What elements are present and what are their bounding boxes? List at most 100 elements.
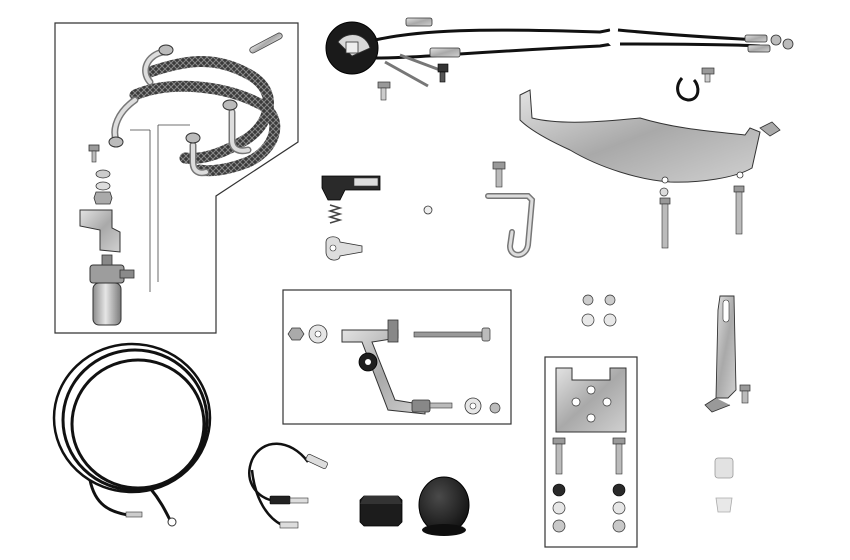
nut xyxy=(93,191,113,205)
plate-hole xyxy=(586,385,596,395)
plate-hole xyxy=(586,413,596,423)
washer xyxy=(581,313,595,327)
screw xyxy=(377,81,391,101)
spring xyxy=(327,204,343,224)
connector-lead xyxy=(250,469,283,527)
sleeve xyxy=(715,497,733,513)
hook-parts-group xyxy=(485,161,536,258)
bushing xyxy=(714,457,734,479)
washer-hole xyxy=(469,402,477,410)
cable-clip xyxy=(676,77,700,102)
base-plate xyxy=(555,367,627,433)
wiring-group xyxy=(52,342,328,529)
cable-end xyxy=(405,17,433,27)
nut xyxy=(612,519,626,533)
eye-terminal-hole xyxy=(329,244,337,252)
plate-hole xyxy=(571,397,581,407)
hose-elbow xyxy=(191,143,208,175)
screw xyxy=(701,67,715,83)
lead-connector xyxy=(279,521,299,529)
long-bolt xyxy=(659,197,671,249)
mounting-plate-kit-group xyxy=(544,356,638,548)
leader-line xyxy=(130,124,190,292)
throttle-cables xyxy=(374,28,611,42)
lever-clamp-face xyxy=(353,177,379,187)
hose-clamp xyxy=(158,44,174,56)
fuel-filter xyxy=(89,254,135,326)
throttle-cables xyxy=(374,42,613,60)
wire-harness-tail xyxy=(88,479,129,517)
rubber-parts-group xyxy=(359,476,470,536)
wire-terminal xyxy=(167,517,177,527)
hose-clamp xyxy=(108,136,124,148)
hose-elbow xyxy=(143,50,165,84)
bolt xyxy=(739,384,751,404)
round-cap-rim xyxy=(422,524,466,536)
rubber-washer-hole xyxy=(365,359,371,365)
small-washer xyxy=(423,205,433,215)
wire-harness-tail xyxy=(148,487,172,521)
lever-arm-kit-frame xyxy=(282,289,512,425)
cable-end xyxy=(747,44,771,53)
throttle-cables xyxy=(619,42,761,48)
curved-bracket-plate xyxy=(519,89,761,183)
mounting-bracket xyxy=(79,209,121,253)
cable-end xyxy=(782,38,794,50)
hardware-cluster xyxy=(581,294,617,327)
fuel-filter-kit-frame xyxy=(54,22,299,334)
j-hook xyxy=(486,194,534,257)
cable-drum-hub xyxy=(345,41,359,54)
adjuster-parts-group xyxy=(704,295,751,513)
washer xyxy=(659,187,669,197)
bracket-hole xyxy=(736,171,744,179)
wire-harness-coil xyxy=(70,358,206,490)
nut xyxy=(552,519,566,533)
washer xyxy=(612,483,626,497)
nut xyxy=(582,294,594,306)
long-bolt xyxy=(733,185,745,235)
throttle-cables xyxy=(617,28,761,42)
clamp-parts-group xyxy=(321,175,433,261)
square-grommet-top xyxy=(360,496,402,504)
nut xyxy=(604,294,616,306)
bolt xyxy=(612,437,626,475)
throttle-cable-kit-group xyxy=(325,17,794,102)
cover-bracket-group xyxy=(519,89,781,249)
washer xyxy=(552,501,566,515)
washer-hole xyxy=(314,330,322,338)
cable-break-mark xyxy=(603,20,617,56)
screw xyxy=(437,63,449,83)
pivot-bolt xyxy=(429,402,453,409)
wire-harness-coil xyxy=(61,348,209,492)
bolt xyxy=(88,144,100,163)
lead-connector xyxy=(269,495,291,505)
mounting-plate-kit-frame xyxy=(544,356,638,548)
cable-end xyxy=(429,47,461,58)
lever-arm-kit-group xyxy=(282,289,512,425)
fuel-hose-braided-2 xyxy=(129,80,281,177)
hose-clamp xyxy=(222,99,238,111)
lever-arm-boss xyxy=(387,319,399,343)
cable-end xyxy=(770,34,782,46)
link-slot xyxy=(722,299,730,323)
washer xyxy=(95,181,111,191)
bolt xyxy=(492,161,506,188)
plate-hole xyxy=(602,397,612,407)
cable-link xyxy=(384,53,441,88)
link-bend xyxy=(704,397,731,413)
cable-end xyxy=(744,34,768,43)
nut xyxy=(489,402,501,414)
washer xyxy=(612,501,626,515)
washer xyxy=(552,483,566,497)
lead-connector xyxy=(289,497,309,504)
pin xyxy=(249,32,283,54)
fuel-filter-kit-group xyxy=(54,22,299,334)
hose-clamp xyxy=(185,132,201,144)
lever-pivot xyxy=(411,399,431,413)
hose-elbow xyxy=(230,110,250,153)
long-screw xyxy=(413,327,491,342)
bracket-tab xyxy=(759,121,781,137)
slotted-link xyxy=(715,295,737,399)
